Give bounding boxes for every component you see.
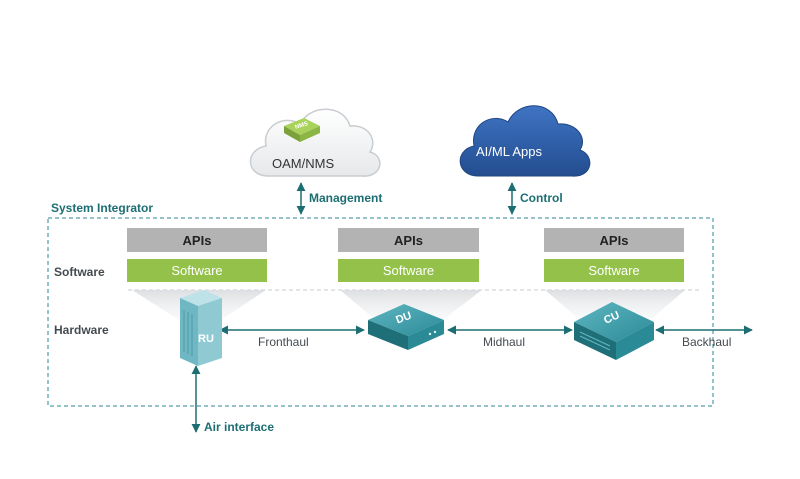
ru-device-label: RU <box>198 333 214 345</box>
ru-device <box>180 290 222 366</box>
cu-device <box>574 302 654 360</box>
du-device <box>368 304 444 350</box>
air-interface-label: Air interface <box>204 420 275 434</box>
aiml-apps-label: AI/ML Apps <box>476 144 542 159</box>
control-label: Control <box>520 191 563 205</box>
du-projection <box>340 290 482 322</box>
hardware-layer-label: Hardware <box>54 323 109 337</box>
system-integrator-boundary <box>47 217 714 407</box>
oam-nms-cloud <box>249 108 381 177</box>
software-layer-label: Software <box>54 265 105 279</box>
fronthaul-label: Fronthaul <box>258 335 309 349</box>
cu-apis-box: APIs <box>544 228 684 252</box>
du-apis-box: APIs <box>338 228 479 252</box>
midhaul-label: Midhaul <box>483 335 526 349</box>
ru-apis-box: APIs <box>127 228 267 252</box>
oam-nms-label: OAM/NMS <box>272 156 335 171</box>
du-software-box: Software <box>338 259 479 282</box>
cu-software-box: Software <box>544 259 684 282</box>
nms-device-icon <box>284 118 320 142</box>
management-label: Management <box>309 191 383 205</box>
ru-software-box: Software <box>127 259 267 282</box>
aiml-apps-cloud <box>459 105 591 177</box>
backhaul-label: Backhaul <box>682 335 732 349</box>
system-integrator-label: System Integrator <box>51 201 154 215</box>
